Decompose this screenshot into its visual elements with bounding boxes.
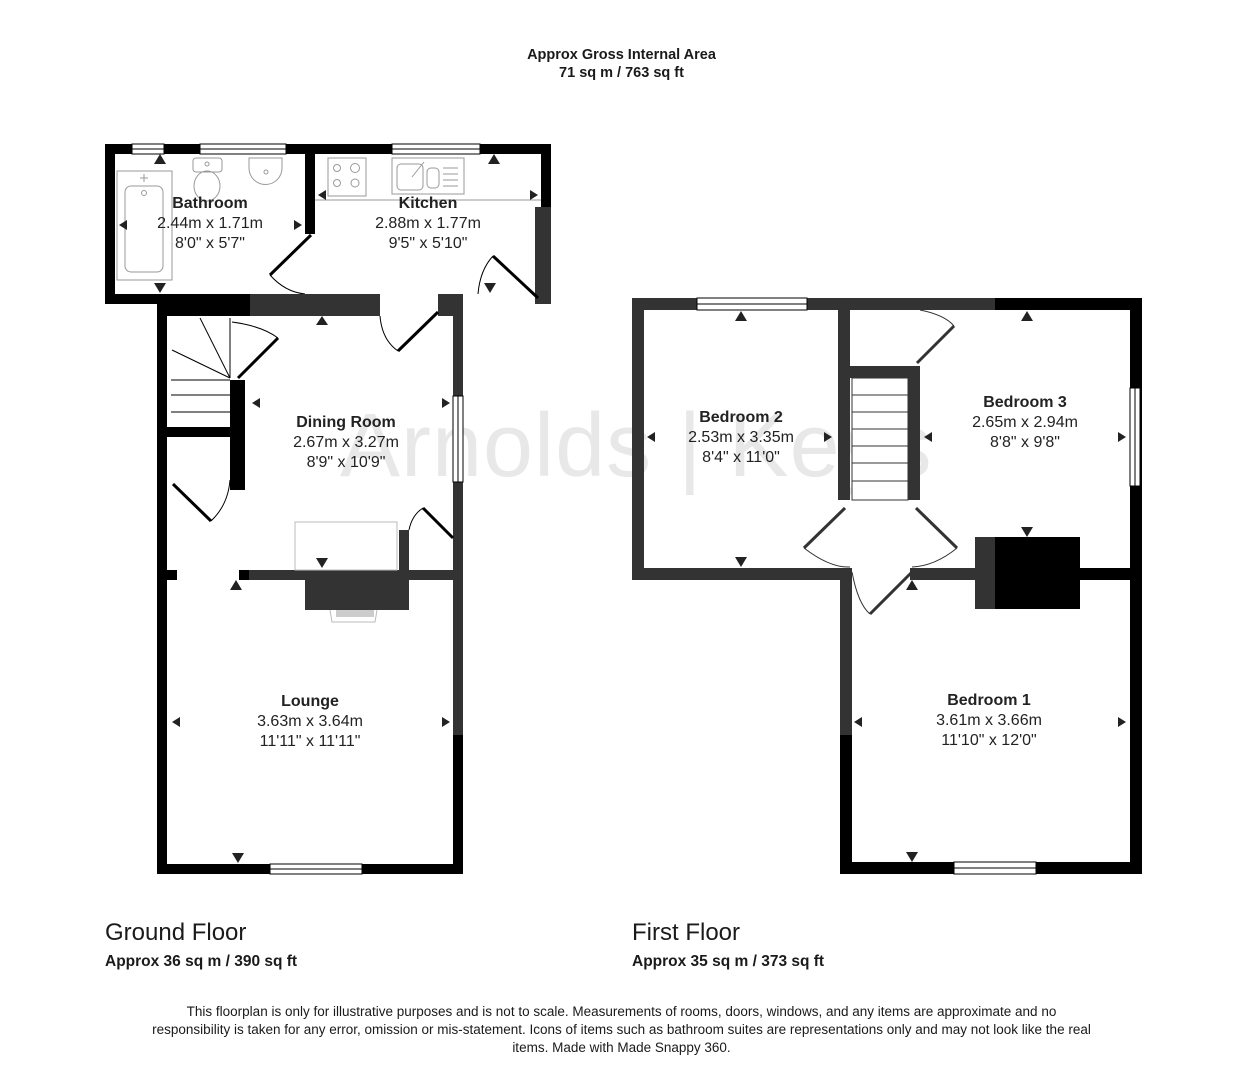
hearth-icon bbox=[294, 521, 398, 623]
room-bedroom-1: Bedroom 1 3.61m x 3.66m 11'10" x 12'0" bbox=[936, 691, 1042, 751]
room-metric: 3.61m x 3.66m bbox=[936, 712, 1042, 729]
room-imperial: 11'11" x 11'11" bbox=[259, 733, 361, 750]
gross-area-title: Approx Gross Internal Area bbox=[527, 47, 716, 63]
side-door bbox=[408, 506, 455, 540]
first-floor-area: Approx 35 sq m / 373 sq ft bbox=[632, 953, 825, 970]
room-kitchen: Kitchen 2.88m x 1.77m 9'5" x 5'10" bbox=[375, 194, 481, 254]
stairs-door bbox=[231, 321, 280, 380]
first-floor-walls bbox=[632, 298, 1142, 874]
understairs-cupboard-door bbox=[171, 479, 231, 523]
first-floor-windows bbox=[696, 297, 1141, 875]
ground-floor-area: Approx 36 sq m / 390 sq ft bbox=[105, 953, 298, 970]
room-metric: 2.65m x 2.94m bbox=[972, 414, 1078, 431]
windows-top-ground bbox=[131, 143, 481, 155]
gross-area-value: 71 sq m / 763 sq ft bbox=[559, 65, 684, 81]
hob-icon bbox=[327, 157, 367, 197]
room-name: Bathroom bbox=[172, 195, 248, 212]
disclaimer-text: This floorplan is only for illustrative … bbox=[152, 1004, 1091, 1055]
first-floor-stairs bbox=[851, 377, 909, 501]
bath-icon bbox=[116, 170, 173, 281]
room-imperial: 9'5" x 5'10" bbox=[388, 235, 468, 252]
room-bedroom-2: Bedroom 2 2.53m x 3.35m 8'4" x 11'0" bbox=[688, 408, 794, 468]
room-metric: 2.88m x 1.77m bbox=[375, 215, 481, 232]
room-name: Kitchen bbox=[398, 195, 458, 212]
room-imperial: 8'4" x 11'0" bbox=[702, 449, 780, 466]
sink-icon bbox=[391, 157, 465, 195]
bedroom3-cupboard-door bbox=[915, 309, 956, 365]
kitchen-back-door bbox=[477, 254, 540, 300]
room-metric: 3.63m x 3.64m bbox=[257, 713, 363, 730]
room-imperial: 11'10" x 12'0" bbox=[941, 732, 1037, 749]
dining-kitchen-door bbox=[379, 310, 440, 353]
lounge-window bbox=[269, 863, 363, 875]
room-name: Bedroom 3 bbox=[983, 394, 1067, 411]
first-floor-title: First Floor bbox=[632, 919, 740, 946]
room-name: Bedroom 2 bbox=[699, 409, 783, 426]
first-floor-plan bbox=[632, 297, 1142, 875]
basin-icon bbox=[248, 157, 283, 185]
room-lounge: Lounge 3.63m x 3.64m 11'11" x 11'11" bbox=[257, 692, 363, 752]
ground-floor-plan bbox=[105, 143, 551, 875]
room-dining-room: Dining Room 2.67m x 3.27m 8'9" x 10'9" bbox=[293, 413, 399, 473]
room-bedroom-3: Bedroom 3 2.65m x 2.94m 8'8" x 9'8" bbox=[972, 393, 1078, 453]
room-name: Lounge bbox=[281, 693, 339, 710]
room-metric: 2.67m x 3.27m bbox=[293, 434, 399, 451]
bedroom3-door bbox=[911, 506, 959, 568]
room-imperial: 8'9" x 10'9" bbox=[306, 454, 386, 471]
toilet-icon bbox=[192, 157, 223, 202]
bedroom1-door bbox=[851, 570, 914, 616]
room-imperial: 8'8" x 9'8" bbox=[990, 434, 1060, 451]
gross-area-header: Approx Gross Internal Area 71 sq m / 763… bbox=[0, 46, 1243, 82]
bedroom2-door bbox=[802, 506, 851, 568]
dining-window bbox=[452, 395, 464, 483]
room-name: Dining Room bbox=[296, 414, 396, 431]
ground-stairs bbox=[171, 317, 231, 413]
room-metric: 2.53m x 3.35m bbox=[688, 429, 794, 446]
bathroom-door bbox=[268, 233, 313, 295]
room-metric: 2.44m x 1.71m bbox=[157, 215, 263, 232]
room-imperial: 8'0" x 5'7" bbox=[175, 235, 245, 252]
measurement-arrows-ground bbox=[119, 154, 538, 863]
measurement-arrows-first bbox=[647, 311, 1126, 862]
ground-main-walls bbox=[157, 294, 463, 874]
room-bathroom: Bathroom 2.44m x 1.71m 8'0" x 5'7" bbox=[157, 194, 263, 254]
room-name: Bedroom 1 bbox=[947, 692, 1031, 709]
ground-floor-title: Ground Floor bbox=[105, 919, 247, 946]
